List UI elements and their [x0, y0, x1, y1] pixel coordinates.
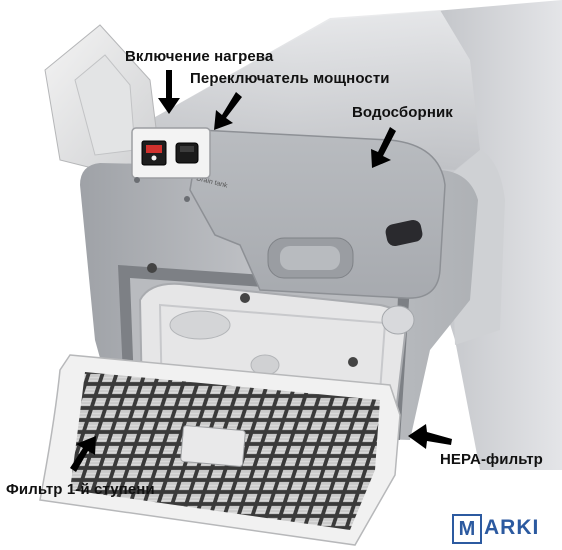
indicator-window	[385, 219, 423, 247]
arrow-drain-tank	[371, 127, 396, 168]
label-hepa-filter: HEPA-фильтр	[440, 451, 543, 468]
grille-latch[interactable]	[180, 425, 246, 467]
brand-logo-letter: M	[452, 514, 482, 544]
label-power-switch: Переключатель мощности	[190, 70, 390, 87]
label-drain-tank: Водосборник	[352, 104, 453, 121]
arrow-power-switch	[214, 92, 242, 130]
brand-logo: M ARKI	[452, 514, 556, 544]
arrow-hepa-filter	[408, 424, 452, 449]
label-stage1-filter: Фильтр 1-й ступени	[6, 481, 155, 498]
brand-logo-text: ARKI	[484, 516, 540, 539]
drain-tank	[189, 129, 446, 299]
arrow-heat-switch	[158, 70, 180, 114]
arrow-stage1-filter	[70, 436, 96, 472]
label-heat-switch: Включение нагрева	[125, 48, 274, 65]
dryer-top-face	[150, 10, 480, 170]
key-lock	[381, 305, 415, 335]
